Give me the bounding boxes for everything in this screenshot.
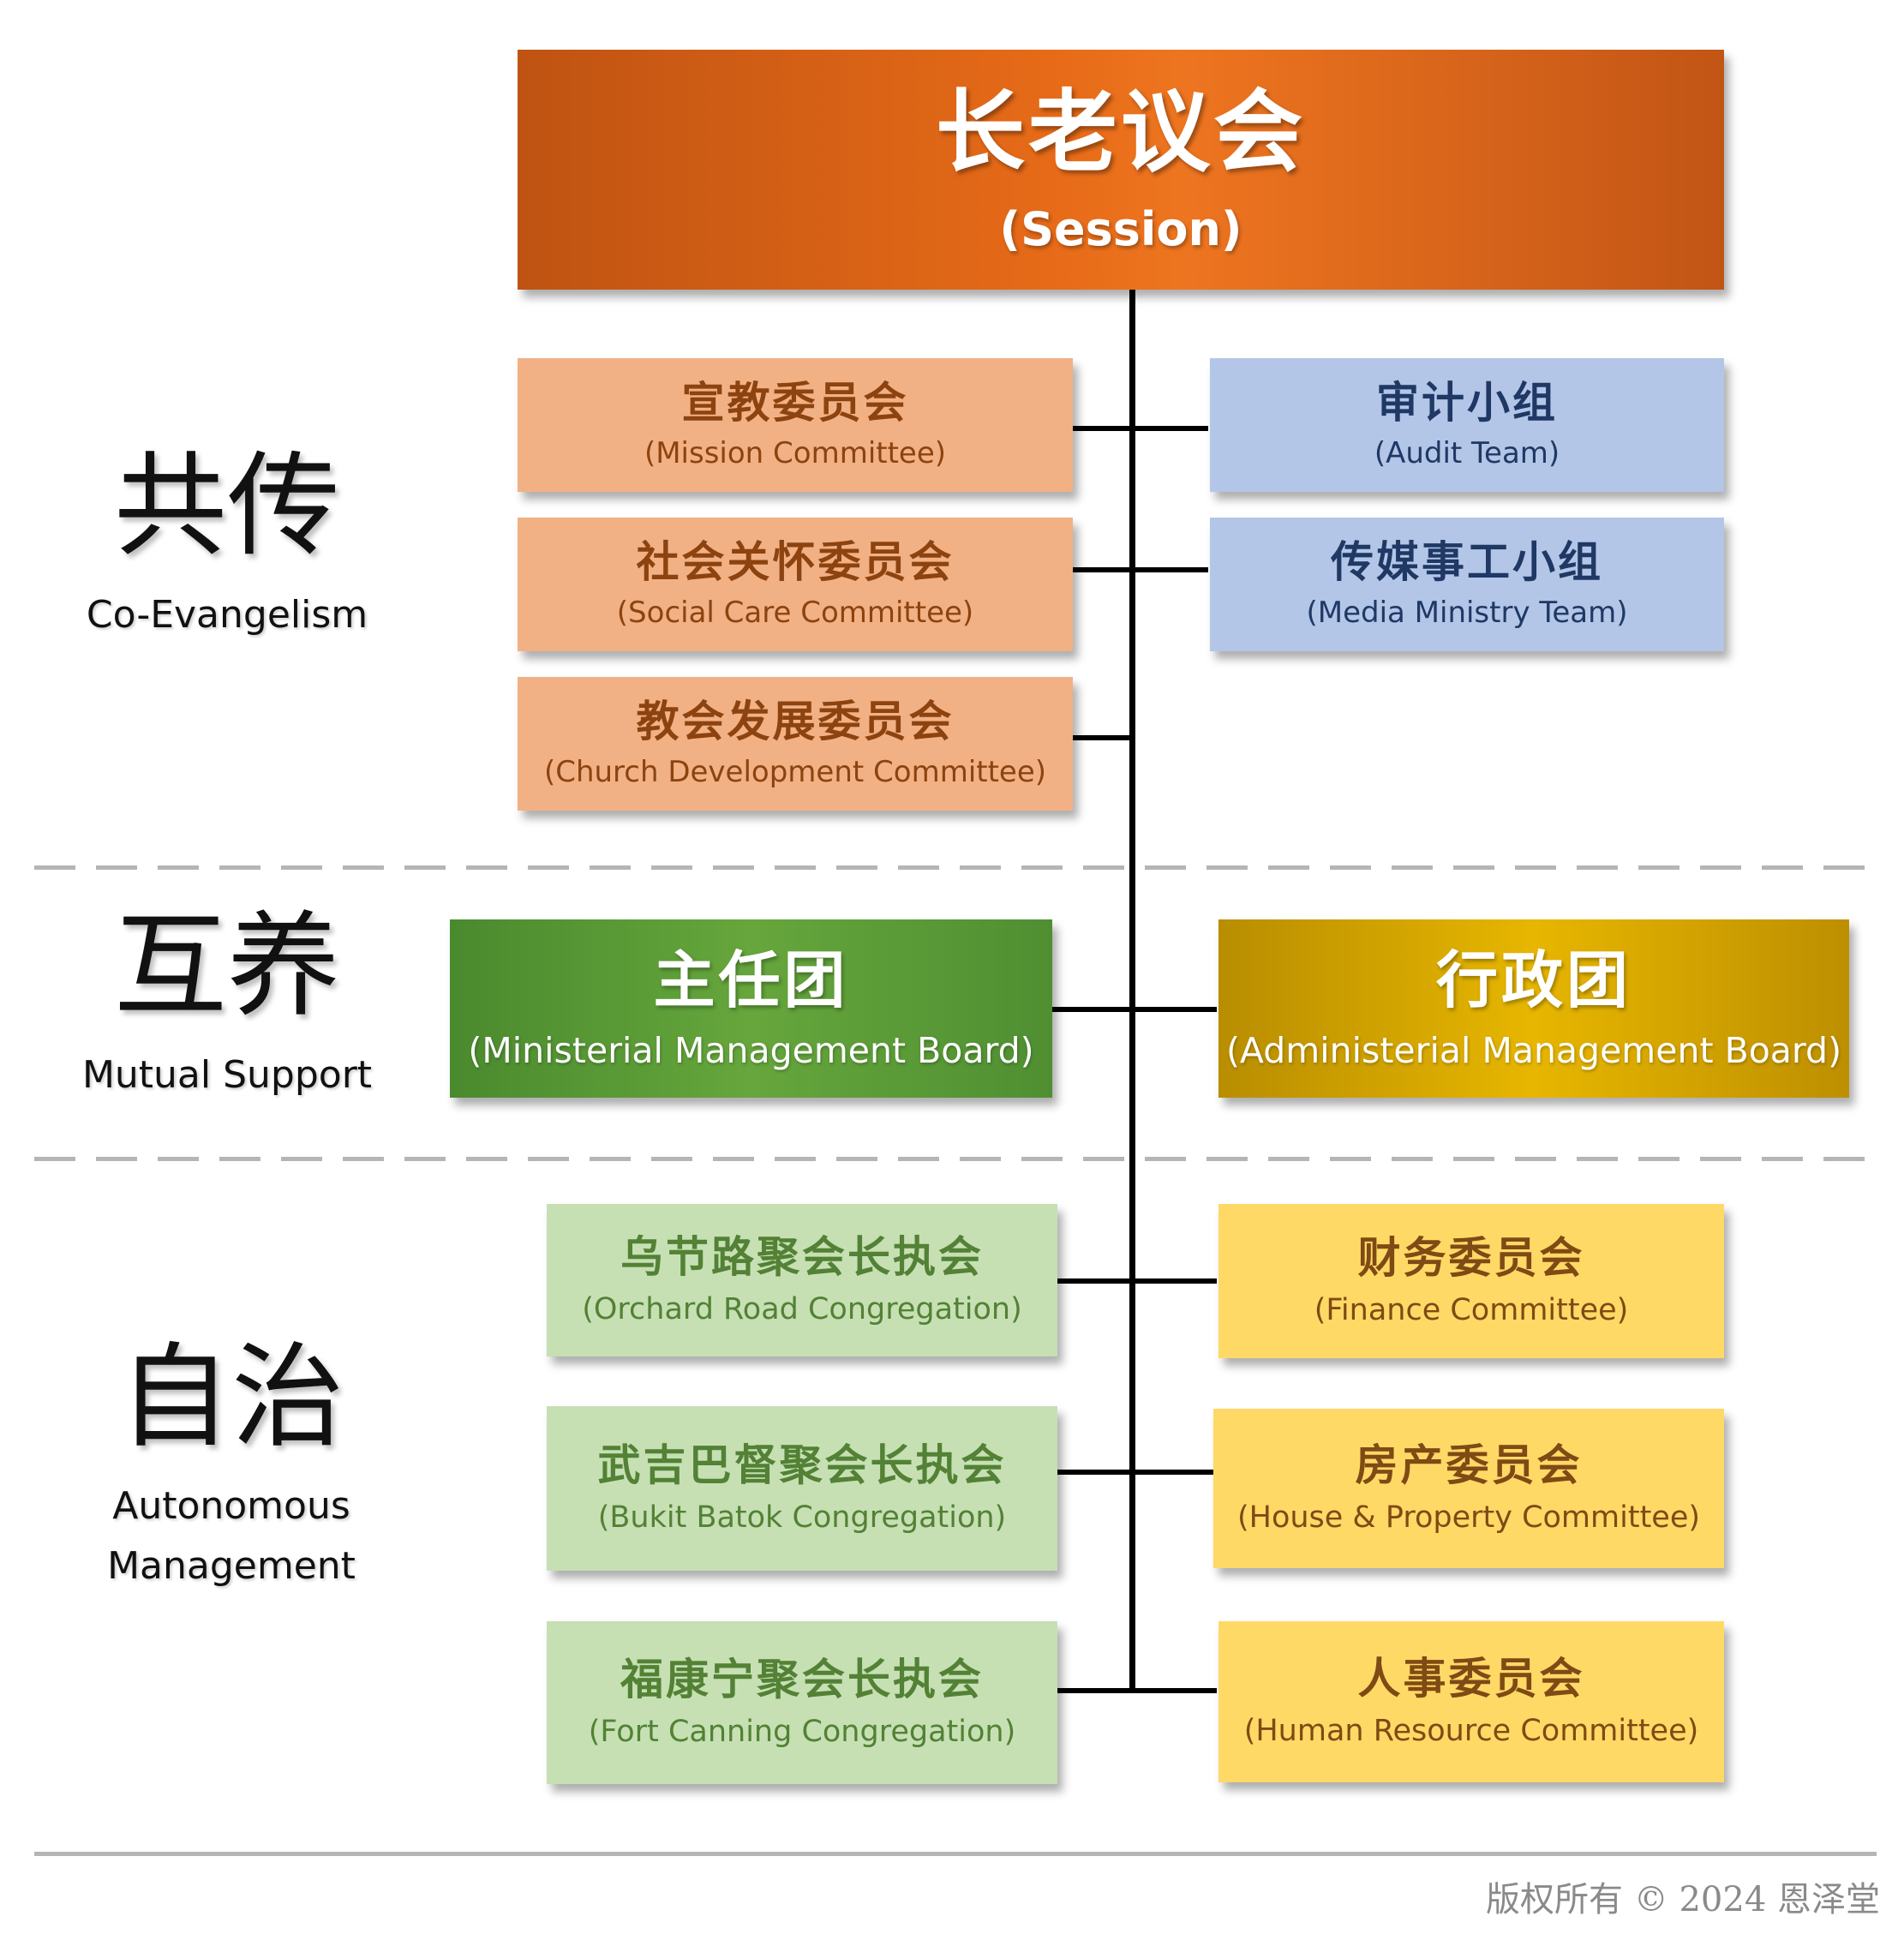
section-mutual: 互养 Mutual Support (60, 910, 394, 1102)
house-property-committee-en: (House & Property Committee) (1236, 1500, 1701, 1535)
audit-team-en: (Audit Team) (1374, 436, 1560, 471)
section-coevangelism: 共传 Co-Evangelism (69, 450, 386, 642)
human-resource-committee-zh: 人事委员会 (1357, 1654, 1585, 1704)
media-ministry-team-zh: 传媒事工小组 (1331, 536, 1603, 587)
connector-mission (1071, 426, 1208, 431)
human-resource-committee-box: 人事委员会 (Human Resource Committee) (1218, 1621, 1724, 1782)
mission-committee-zh: 宣教委员会 (681, 377, 909, 428)
orchard-congregation-zh: 乌节路聚会长执会 (620, 1232, 984, 1283)
mission-committee-box: 宣教委员会 (Mission Committee) (518, 358, 1073, 492)
administerial-board-zh: 行政团 (1435, 944, 1632, 1016)
media-ministry-team-box: 传媒事工小组 (Media Ministry Team) (1210, 518, 1724, 651)
social-care-committee-box: 社会关怀委员会 (Social Care Committee) (518, 518, 1073, 651)
connector-social (1071, 567, 1208, 572)
ministerial-board-en: (Ministerial Management Board) (468, 1029, 1034, 1071)
section-coevangelism-en: Co-Evangelism (86, 593, 368, 637)
section-divider-top (34, 865, 1877, 870)
social-care-committee-zh: 社会关怀委员会 (636, 536, 955, 587)
church-development-committee-en: (Church Development Committee) (543, 755, 1047, 790)
ministerial-board-box: 主任团 (Ministerial Management Board) (450, 919, 1052, 1098)
house-property-committee-box: 房产委员会 (House & Property Committee) (1213, 1409, 1724, 1568)
fort-canning-congregation-en: (Fort Canning Congregation) (588, 1714, 1016, 1749)
bukit-batok-congregation-zh: 武吉巴督聚会长执会 (597, 1440, 1007, 1491)
session-title-en: (Session) (999, 202, 1242, 257)
finance-committee-en: (Finance Committee) (1314, 1292, 1629, 1327)
section-coevangelism-zh: 共传 (114, 440, 340, 572)
church-development-committee-box: 教会发展委员会 (Church Development Committee) (518, 677, 1073, 811)
audit-team-box: 审计小组 (Audit Team) (1210, 358, 1724, 492)
fort-canning-congregation-zh: 福康宁聚会长执会 (620, 1655, 984, 1705)
orchard-congregation-en: (Orchard Road Congregation) (582, 1291, 1022, 1326)
footer-divider (34, 1852, 1877, 1856)
connector-trunk (1129, 288, 1135, 1693)
connector-boards (1050, 1007, 1217, 1012)
finance-committee-zh: 财务委员会 (1357, 1233, 1585, 1284)
mission-committee-en: (Mission Committee) (644, 436, 947, 471)
connector-orchard-finance (1054, 1278, 1217, 1284)
bukit-batok-congregation-en: (Bukit Batok Congregation) (597, 1500, 1007, 1535)
media-ministry-team-en: (Media Ministry Team) (1306, 596, 1628, 631)
social-care-committee-en: (Social Care Committee) (616, 596, 974, 631)
session-title-zh: 长老议会 (935, 79, 1306, 184)
audit-team-zh: 审计小组 (1376, 377, 1558, 428)
copyright-footer: 版权所有 © 2024 恩泽堂 (1486, 1880, 1880, 1919)
fort-canning-congregation-box: 福康宁聚会长执会 (Fort Canning Congregation) (547, 1621, 1057, 1784)
human-resource-committee-en: (Human Resource Committee) (1243, 1713, 1699, 1748)
ministerial-board-zh: 主任团 (653, 944, 849, 1016)
bukit-batok-congregation-box: 武吉巴督聚会长执会 (Bukit Batok Congregation) (547, 1406, 1057, 1571)
administerial-board-en: (Administerial Management Board) (1225, 1029, 1842, 1071)
section-autonomous: 自治 Autonomous Management (69, 1341, 394, 1592)
section-autonomous-en-line1: Autonomous (112, 1484, 350, 1528)
session-box: 长老议会 (Session) (518, 50, 1724, 290)
section-mutual-zh: 互养 (114, 901, 340, 1033)
orchard-congregation-box: 乌节路聚会长执会 (Orchard Road Congregation) (547, 1204, 1057, 1356)
connector-fort-hr (1054, 1688, 1217, 1693)
church-development-committee-zh: 教会发展委员会 (636, 696, 955, 746)
connector-development (1071, 735, 1133, 740)
section-mutual-en: Mutual Support (81, 1053, 373, 1097)
connector-bukit-house (1054, 1470, 1217, 1475)
section-autonomous-zh: 自治 (118, 1332, 344, 1464)
section-autonomous-en-line2: Management (107, 1543, 356, 1588)
section-divider-bottom (34, 1157, 1877, 1161)
house-property-committee-zh: 房产委员会 (1355, 1440, 1583, 1491)
finance-committee-box: 财务委员会 (Finance Committee) (1218, 1204, 1724, 1358)
administerial-board-box: 行政团 (Administerial Management Board) (1218, 919, 1849, 1098)
